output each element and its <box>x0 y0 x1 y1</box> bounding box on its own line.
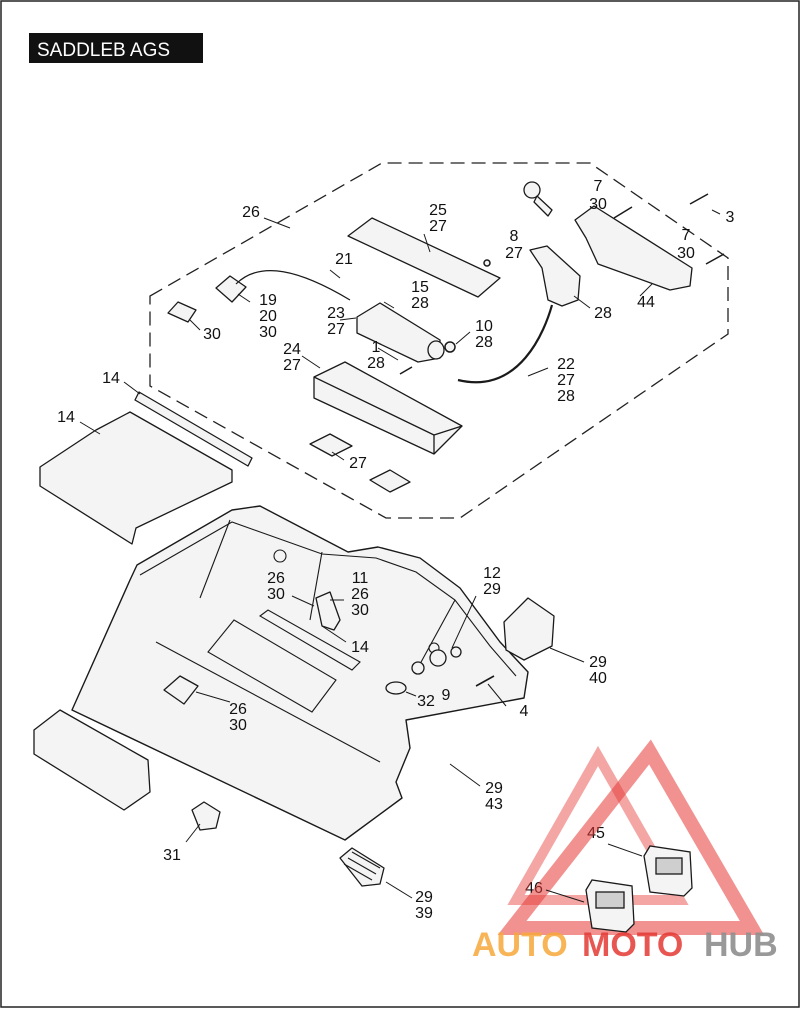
callout-26-mid: 26 <box>267 570 285 587</box>
connector-part <box>215 275 247 303</box>
pad-part-2 <box>369 469 411 493</box>
callout-4: 4 <box>520 703 529 720</box>
callout-11-30: 30 <box>351 602 369 619</box>
key-part <box>523 181 541 199</box>
watermark-wordmark: AUTO MOTO HUB <box>472 926 778 964</box>
callout-21: 21 <box>335 251 353 268</box>
callout-29-40: 40 <box>589 670 607 687</box>
callout-7-upper-30: 30 <box>589 196 607 213</box>
wire-cable <box>235 270 351 301</box>
callout-31: 31 <box>163 847 181 864</box>
callout-1: 1 <box>372 339 381 356</box>
latch-arm-part <box>315 591 341 631</box>
bumper-part <box>191 801 221 831</box>
callout-29-body: 29 <box>485 780 503 797</box>
callout-26-knob-30: 30 <box>229 717 247 734</box>
watermark-auto: AUTO <box>472 926 568 964</box>
callout-14-lid: 14 <box>57 409 75 426</box>
callout-9: 9 <box>442 687 451 704</box>
lid-liner-part <box>347 217 501 298</box>
callout-7-lower: 7 <box>682 227 691 244</box>
callout-10-28: 28 <box>475 334 493 351</box>
callout-27-pads: 27 <box>349 455 367 472</box>
callout-22-28: 28 <box>557 388 575 405</box>
saddlebag-body-details <box>139 519 517 763</box>
clip-part <box>167 301 197 323</box>
leader-lines <box>79 209 721 899</box>
callout-1-28: 28 <box>367 355 385 372</box>
callout-11: 11 <box>352 570 369 587</box>
watermark-triangle-large <box>497 739 765 935</box>
callout-8-27: 27 <box>505 245 523 262</box>
callout-19-30: 30 <box>259 324 277 341</box>
watermark-hub: HUB <box>704 926 778 964</box>
page-title: SADDLEB AGS <box>37 40 170 61</box>
callout-15-28: 28 <box>411 295 429 312</box>
mount-bracket-part <box>503 597 555 661</box>
callout-30-clip: 30 <box>203 326 221 343</box>
knob-part <box>163 675 199 705</box>
callout-24-27: 27 <box>283 357 301 374</box>
callout-22-27: 27 <box>557 372 575 389</box>
callout-14-body: 14 <box>351 639 369 656</box>
callout-44: 44 <box>637 294 655 311</box>
callout-29-43: 43 <box>485 796 503 813</box>
callout-19-20: 20 <box>259 308 277 325</box>
release-cable <box>457 304 554 384</box>
callout-26-mid-30: 30 <box>267 586 285 603</box>
callout-26-top: 26 <box>242 204 260 221</box>
callout-14-gasket: 14 <box>102 370 120 387</box>
callout-labels: 26 25 27 7 30 3 7 30 8 27 21 15 28 19 20… <box>57 178 734 922</box>
washer-part <box>411 661 425 675</box>
saddlebag-lid-part <box>39 411 233 545</box>
plug-part <box>385 681 407 695</box>
callout-23-27: 27 <box>327 321 345 338</box>
title-badge: SADDLEB AGS <box>29 33 203 63</box>
callout-28-bracket: 28 <box>594 305 612 322</box>
callout-7-lower-30: 30 <box>677 245 695 262</box>
callout-25-27: 27 <box>429 218 447 235</box>
callout-32: 32 <box>417 693 435 710</box>
callout-22: 22 <box>557 356 575 373</box>
callout-29-bracket: 29 <box>589 654 607 671</box>
watermark-moto: MOTO <box>582 926 683 964</box>
callout-29-39: 39 <box>415 905 433 922</box>
callout-3: 3 <box>726 209 735 226</box>
callout-10: 10 <box>475 318 493 335</box>
callout-15: 15 <box>411 279 429 296</box>
callout-29-grommet: 29 <box>415 889 433 906</box>
callout-12: 12 <box>483 565 501 582</box>
callout-23: 23 <box>327 305 345 322</box>
callout-12-29: 29 <box>483 581 501 598</box>
callout-8: 8 <box>510 228 519 245</box>
pad-part-1 <box>309 433 353 457</box>
callout-26-knob: 26 <box>229 701 247 718</box>
callout-11-26: 26 <box>351 586 369 603</box>
hinge-bracket-part <box>574 205 693 291</box>
callout-19: 19 <box>259 292 277 309</box>
callout-24: 24 <box>283 341 301 358</box>
fasteners <box>399 193 725 375</box>
grommet-part <box>339 847 385 887</box>
bracket-part <box>529 245 581 307</box>
exploded-view-boundary <box>149 162 729 519</box>
gasket-strip-part <box>134 391 253 467</box>
callout-7-upper: 7 <box>594 178 603 195</box>
rail-bracket-part <box>33 709 151 811</box>
callout-25: 25 <box>429 202 447 219</box>
